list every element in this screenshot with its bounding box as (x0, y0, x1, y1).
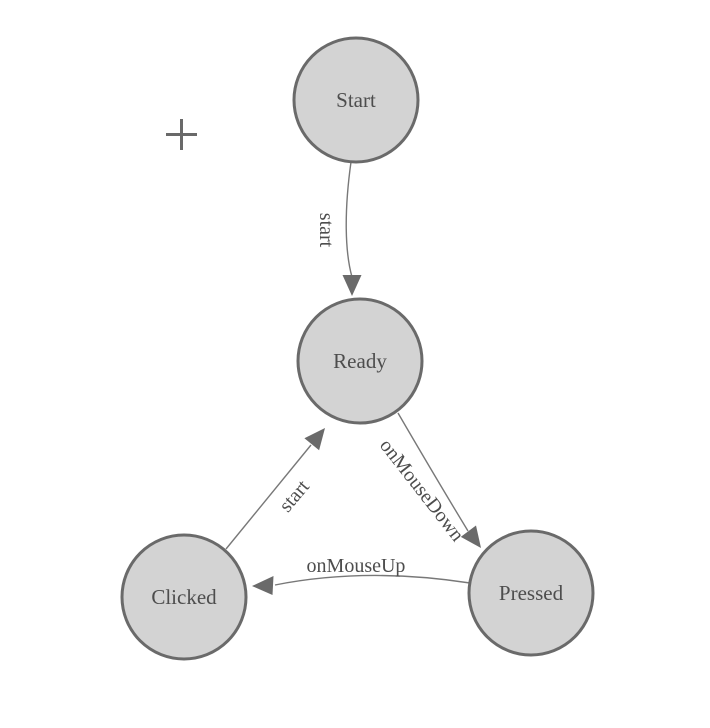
edge-start-to-ready-arrowhead-icon (342, 275, 362, 296)
edge-ready-to-pressed[interactable]: onMouseDown (375, 412, 481, 548)
edge-ready-to-pressed-line (397, 412, 469, 532)
node-clicked-circle (120, 533, 248, 661)
edge-start-to-ready[interactable]: start (315, 161, 362, 296)
edge-pressed-to-clicked[interactable]: onMouseUp (252, 555, 471, 595)
node-clicked[interactable]: Clicked (120, 533, 248, 661)
edge-ready-to-pressed-label: onMouseDown (375, 435, 468, 546)
edge-clicked-to-ready-arrowhead-icon (304, 428, 325, 451)
crosshair-cursor-icon (166, 119, 197, 150)
node-clicked-label: Clicked (151, 585, 217, 609)
node-pressed-circle (467, 529, 595, 657)
edge-start-to-ready-label: start (315, 213, 337, 248)
edge-start-to-ready-line (345, 161, 353, 278)
node-start[interactable]: Start (292, 36, 420, 164)
edge-pressed-to-clicked-line (274, 574, 471, 586)
edge-pressed-to-clicked-label: onMouseUp (307, 555, 406, 577)
node-pressed-label: Pressed (499, 581, 564, 605)
node-ready-circle (296, 297, 424, 425)
edge-clicked-to-ready[interactable]: start (225, 428, 325, 550)
edge-pressed-to-clicked-arrowhead-icon (252, 576, 274, 595)
node-ready-label: Ready (333, 349, 387, 373)
edge-ready-to-pressed-arrowhead-icon (460, 525, 481, 548)
node-start-label: Start (336, 88, 376, 112)
node-start-circle (292, 36, 420, 164)
node-pressed[interactable]: Pressed (467, 529, 595, 657)
edge-clicked-to-ready-line (225, 444, 312, 550)
node-ready[interactable]: Ready (296, 297, 424, 425)
